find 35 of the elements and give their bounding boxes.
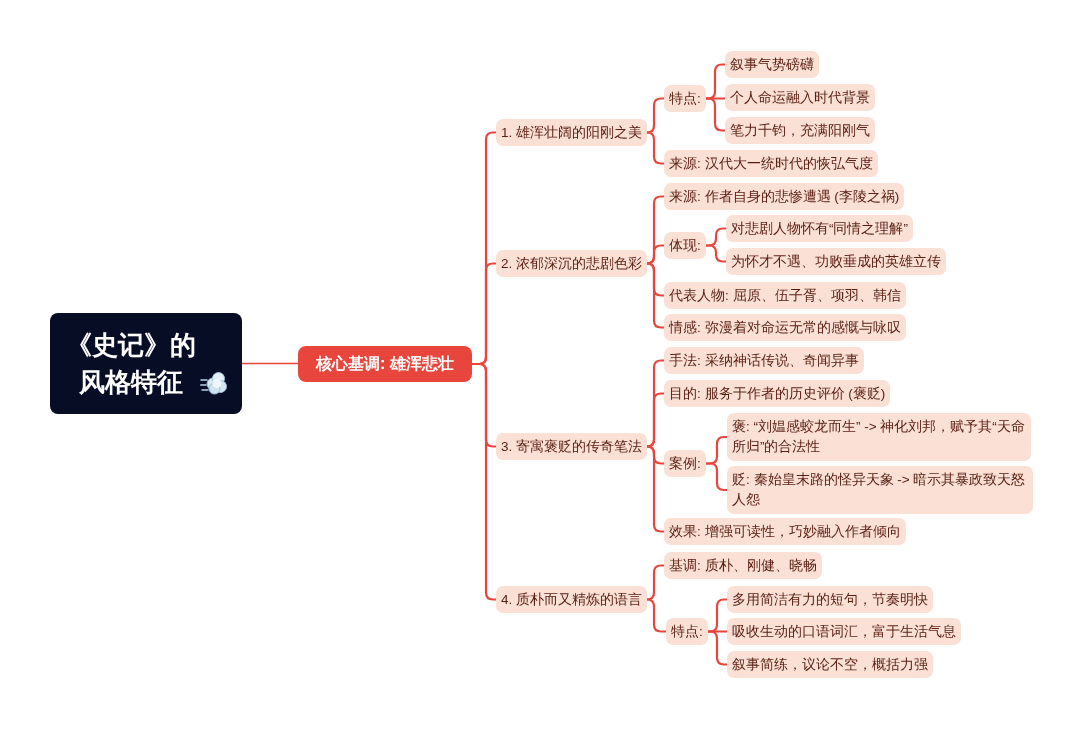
subtopic: 叙事气势磅礴 (725, 50, 819, 78)
branch-line (704, 462, 729, 492)
subtopic: 基调: 质朴、刚健、晓畅 (664, 552, 822, 579)
subtopic: 体现: (664, 232, 706, 259)
title-text: 《史记》的风格特征 (65, 328, 196, 399)
subtopic: 代表人物: 屈原、伍子胥、项羽、韩信 (664, 282, 906, 309)
central-topic (50, 313, 242, 414)
subtopic: 对悲剧人物怀有“同情之理解” (726, 215, 913, 242)
subtopic: 特点: (664, 84, 706, 112)
subtopic: 手法: 采纳神话传说、奇闻异事 (664, 346, 864, 374)
subtopic: 贬: 秦始皇末路的怪异天象 -> 暗示其暴政致天怒人怨 (727, 466, 1033, 514)
branch-line (470, 362, 498, 601)
subtopic: 叙事简练，议论不空，概括力强 (727, 651, 933, 678)
main-topic: 4. 质朴而又精炼的语言 (496, 586, 647, 613)
main-topic: 1. 雄浑壮阔的阳刚之美 (496, 118, 647, 146)
subtopic: 褒: “刘媪感蛟龙而生” -> 神化刘邦，赋予其“天命所归”的合法性 (727, 413, 1031, 461)
subtopic: 笔力千钧，充满阳刚气 (725, 116, 875, 144)
subtopic: 来源: 作者自身的悲惨遭遇 (李陵之祸) (664, 182, 905, 210)
subtopic: 来源: 汉代大一统时代的恢弘气度 (664, 149, 878, 177)
subtopic: 多用简洁有力的短句，节奏明快 (727, 586, 933, 613)
subtopic: 目的: 服务于作者的历史评价 (褒贬) (664, 379, 891, 407)
branch-line (241, 362, 299, 365)
main-topic: 3. 寄寓褒贬的传奇笔法 (496, 433, 647, 460)
branch-line (706, 630, 729, 666)
subtopic: 个人命运融入时代背景 (725, 83, 875, 111)
subtopic: 效果: 增强可读性，巧妙融入作者倾向 (664, 518, 906, 545)
core-topic: 核心基调: 雄浑悲壮 (298, 346, 472, 382)
subtopic: 特点: (666, 618, 708, 645)
branch-line (704, 244, 728, 263)
subtopic: 情感: 弥漫着对命运无常的感慨与咏叹 (664, 314, 906, 341)
branch-line (704, 97, 727, 132)
subtopic: 吸收生动的口语词汇，富于生活气息 (727, 618, 961, 645)
subtopic: 为怀才不遇、功败垂成的英雄立传 (726, 248, 946, 275)
main-topic: 2. 浓郁深沉的悲剧色彩 (496, 249, 647, 277)
subtopic: 案例: (664, 450, 706, 477)
